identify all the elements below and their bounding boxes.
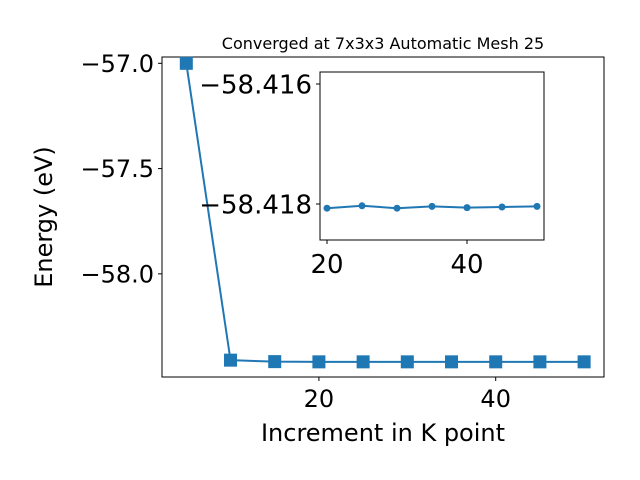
data-point-circle (463, 204, 471, 212)
chart-title: Converged at 7x3x3 Automatic Mesh 25 (222, 34, 544, 53)
data-point-circle (393, 204, 401, 212)
y-tick-label: −57.5 (80, 155, 154, 183)
data-point-square (489, 355, 503, 369)
data-point-square (224, 353, 238, 367)
x-tick-label: 20 (310, 250, 343, 280)
y-tick-label: −58.0 (80, 260, 154, 288)
x-tick-label: 40 (480, 385, 511, 413)
data-point-square (533, 355, 547, 369)
y-tick-label: −58.416 (199, 70, 312, 100)
data-point-square (179, 56, 193, 70)
y-tick-label: −58.418 (199, 190, 312, 220)
data-point-circle (358, 202, 366, 210)
data-point-circle (428, 202, 436, 210)
y-axis-label: Energy (eV) (30, 146, 58, 288)
data-point-square (312, 355, 326, 369)
data-point-square (400, 355, 414, 369)
axes-frame (319, 71, 545, 241)
axes-frame (161, 56, 605, 378)
data-point-circle (323, 204, 331, 212)
data-point-circle (498, 203, 506, 211)
data-point-square (445, 355, 459, 369)
data-point-circle (533, 202, 541, 210)
x-tick-label: 20 (304, 385, 335, 413)
x-axis-label: Increment in K point (261, 419, 505, 447)
main-plot: 20 40 −57.0 −57.5 −58.0 Converged at 7x3x3 Au… (30, 34, 605, 447)
data-point-square (577, 355, 591, 369)
y-tick-label: −57.0 (80, 50, 154, 78)
data-point-square (356, 355, 370, 369)
data-point-square (268, 355, 282, 369)
series-line (185, 63, 585, 363)
inset-plot: 20 40 −58.418 −58.416 (199, 70, 545, 280)
x-tick-label: 40 (450, 250, 483, 280)
